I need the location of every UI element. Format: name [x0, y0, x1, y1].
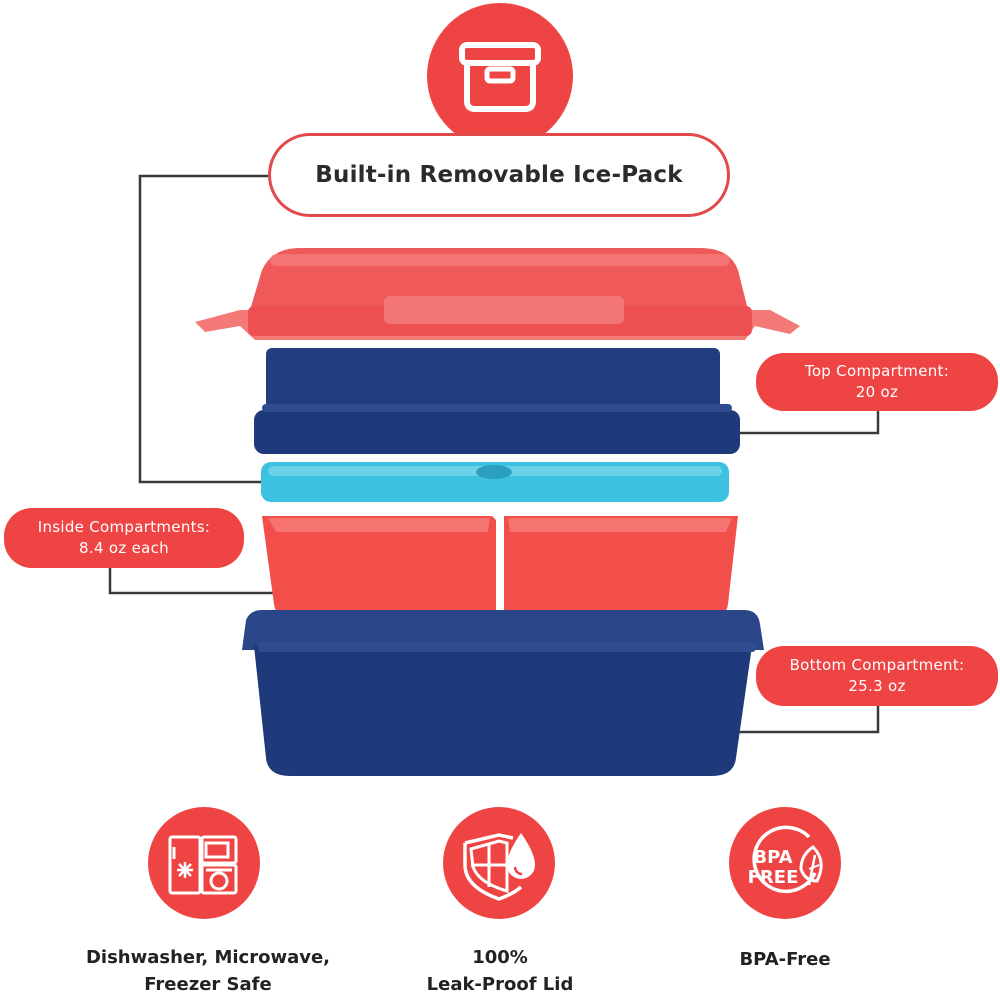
leak-proof-shield-icon [443, 807, 555, 919]
feature-label-leak-proof-line2: Leak-Proof Lid [426, 974, 574, 995]
top-compartment-callout: Top Compartment: 20 oz [756, 353, 998, 411]
feature-label-bpa-free-line1: BPA-Free [739, 949, 831, 970]
top-compartment-capacity: 20 oz [855, 383, 899, 401]
bpa-badge-line1: BPA [753, 847, 792, 868]
bottom-compartment [242, 610, 764, 776]
inside-compartments-callout: Inside Compartments: 8.4 oz each [4, 508, 244, 568]
ice-pack [261, 462, 729, 502]
feature-label-dishwasher-line2: Freezer Safe [144, 974, 272, 995]
bpa-badge-line2: FREE [748, 867, 799, 888]
inside-compartments-capacity: 8.4 oz each [79, 539, 169, 557]
feature-label-leak-proof: 100% Leak-Proof Lid [350, 944, 650, 998]
bottom-compartment-callout: Bottom Compartment: 25.3 oz [756, 646, 998, 706]
top-compartment-label: Top Compartment: [804, 362, 950, 380]
appliances-icon [148, 807, 260, 919]
top-compartment-tray [254, 348, 740, 454]
ice-pack-title-text: Built-in Removable Ice-Pack [315, 162, 683, 188]
feature-label-bpa-free: BPA-Free [635, 946, 935, 973]
inside-compartments [262, 516, 738, 618]
feature-label-dishwasher: Dishwasher, Microwave, Freezer Safe [58, 944, 358, 998]
ice-pack-title: Built-in Removable Ice-Pack [268, 133, 730, 217]
inside-compartments-label: Inside Compartments: [37, 518, 211, 536]
feature-label-leak-proof-line1: 100% [472, 947, 528, 968]
lid [195, 248, 800, 340]
bottom-compartment-label: Bottom Compartment: [789, 656, 965, 674]
feature-label-dishwasher-line1: Dishwasher, Microwave, [85, 947, 331, 968]
lunchbox-icon [427, 3, 573, 149]
bottom-compartment-capacity: 25.3 oz [848, 677, 906, 695]
bpa-free-icon: BPA FREE [729, 807, 841, 919]
